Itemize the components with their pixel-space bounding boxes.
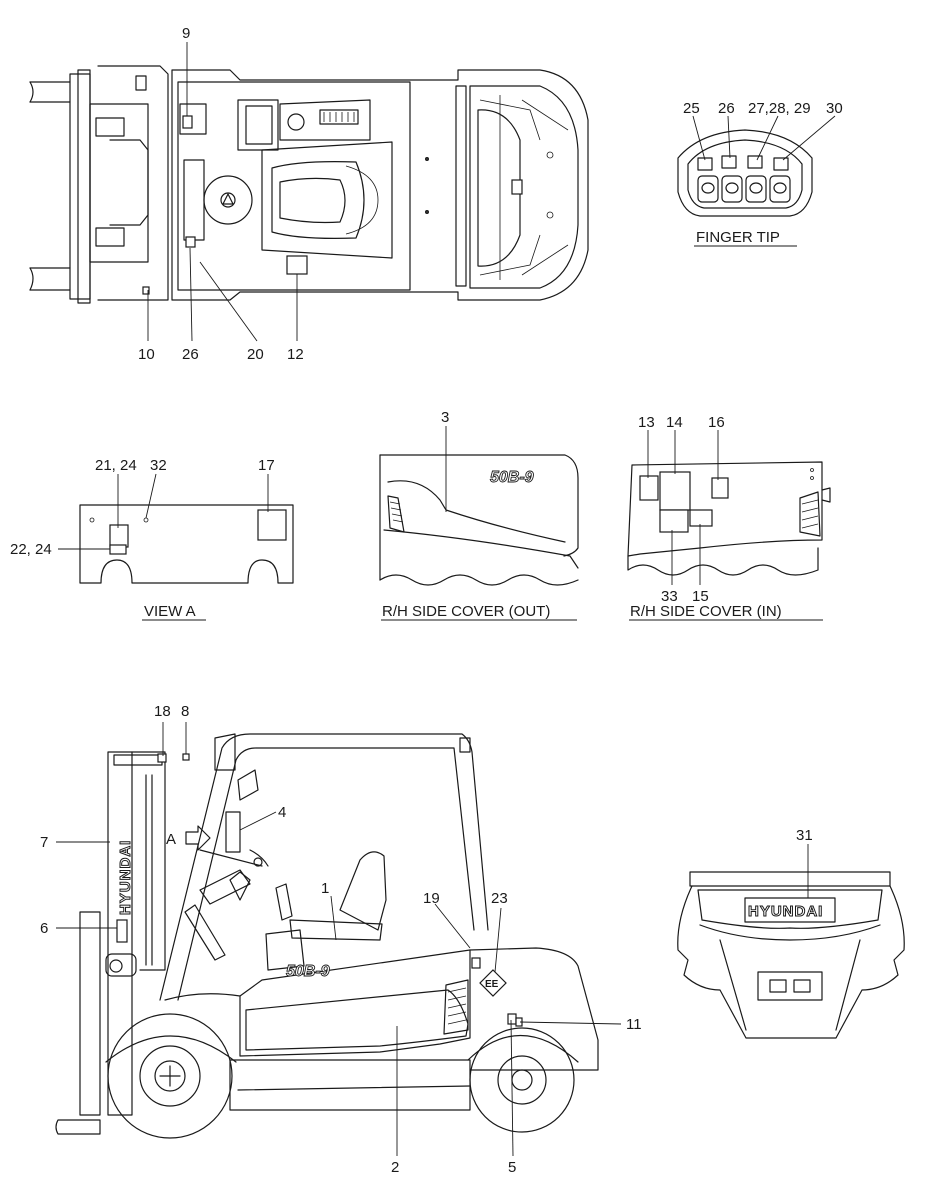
callout-26-finger: 26 <box>718 100 735 117</box>
callout-14: 14 <box>666 414 683 431</box>
caption-view-a: VIEW A <box>144 603 196 620</box>
view-a-callouts: 21, 24 32 17 22, 24 VIEW A <box>10 457 275 620</box>
caption-side-cover-in: R/H SIDE COVER (IN) <box>630 603 782 620</box>
view-a <box>58 473 294 621</box>
callout-10: 10 <box>138 346 155 363</box>
callout-31: 31 <box>796 827 813 844</box>
side-cover-out-callouts: 3 R/H SIDE COVER (OUT) <box>382 409 550 620</box>
callout-22-24: 22, 24 <box>10 541 52 558</box>
callout-16: 16 <box>708 414 725 431</box>
callout-21-24: 21, 24 <box>95 457 137 474</box>
callout-17: 17 <box>258 457 275 474</box>
callout-8: 8 <box>181 703 189 720</box>
callout-25: 25 <box>683 100 700 117</box>
callout-13: 13 <box>638 414 655 431</box>
ee-badge: EE <box>485 979 499 990</box>
side-cover-in <box>627 430 831 621</box>
callout-27-28-29: 27,28, 29 <box>748 100 811 117</box>
caption-side-cover-out: R/H SIDE COVER (OUT) <box>382 603 550 620</box>
callout-4: 4 <box>278 804 286 821</box>
callout-32: 32 <box>150 457 167 474</box>
callout-2: 2 <box>391 1159 399 1176</box>
top-view-callouts: 9 10 26 20 12 <box>138 25 304 363</box>
callout-23: 23 <box>491 890 508 907</box>
rear-view: HYUNDAI <box>677 844 905 1039</box>
model-badge-body: 50B-9 <box>286 963 330 980</box>
callout-20: 20 <box>247 346 264 363</box>
callout-6: 6 <box>40 920 48 937</box>
brand-mast: HYUNDAI <box>117 840 134 915</box>
rear-view-callouts: 31 <box>796 827 813 844</box>
model-badge-side-cover: 50B-9 <box>490 469 534 486</box>
callout-19: 19 <box>423 890 440 907</box>
callout-11: 11 <box>626 1016 642 1033</box>
brand-rear: HYUNDAI <box>748 903 823 920</box>
callout-7: 7 <box>40 834 48 851</box>
side-cover-out: 50B-9 <box>379 426 579 621</box>
side-view-callouts: A 18 8 4 7 1 6 19 23 11 2 5 <box>40 703 642 1176</box>
finger-tip-callouts: 25 26 27,28, 29 30 FINGER TIP <box>683 100 843 246</box>
callout-5: 5 <box>508 1159 516 1176</box>
finger-tip-view <box>677 115 836 247</box>
callout-30: 30 <box>826 100 843 117</box>
side-cover-in-callouts: 13 14 16 33 15 R/H SIDE COVER (IN) <box>630 414 782 620</box>
callout-3: 3 <box>441 409 449 426</box>
callout-26: 26 <box>182 346 199 363</box>
top-view <box>29 42 589 342</box>
forklift-side-view: HYUNDAI 50B-9 EE <box>55 722 622 1157</box>
callout-18: 18 <box>154 703 171 720</box>
callout-12: 12 <box>287 346 304 363</box>
caption-finger-tip: FINGER TIP <box>696 229 780 246</box>
callout-15: 15 <box>692 588 709 605</box>
view-arrow-label: A <box>166 831 176 848</box>
callout-33: 33 <box>661 588 678 605</box>
callout-9: 9 <box>182 25 190 42</box>
callout-1: 1 <box>321 880 329 897</box>
